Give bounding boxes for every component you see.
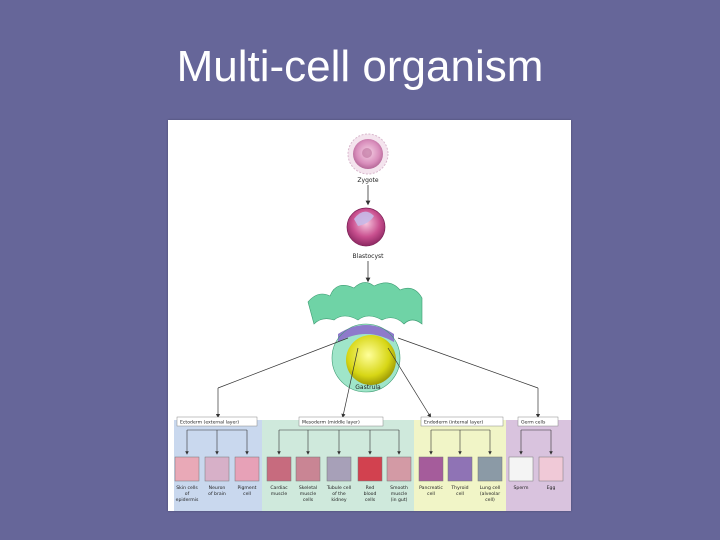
cell-label: Sperm xyxy=(514,485,529,491)
cell-thumbnail xyxy=(418,456,444,482)
cell-thumbnail xyxy=(326,456,352,482)
cell-thumbnail xyxy=(508,456,534,482)
cell-thumbnail xyxy=(357,456,383,482)
blastocyst xyxy=(346,207,386,247)
gastrula xyxy=(307,282,423,393)
cell-thumbnail xyxy=(386,456,412,482)
mesoderm-label: Mesoderm (middle layer) xyxy=(302,420,360,426)
zygote-label: Zygote xyxy=(357,177,378,184)
ectoderm-label: Ectoderm (external layer) xyxy=(180,420,239,426)
branch-lines xyxy=(215,337,541,419)
endoderm-label: Endoderm (internal layer) xyxy=(424,420,483,426)
blastocyst-label: Blastocyst xyxy=(353,253,385,260)
zygote xyxy=(347,133,389,175)
cell-thumbnail xyxy=(234,456,260,482)
cell-thumbnail xyxy=(174,456,200,482)
cell-label: Egg xyxy=(547,485,556,491)
cell-thumbnail xyxy=(538,456,564,482)
layer-headers: Ectoderm (external layer) Mesoderm (midd… xyxy=(176,416,559,427)
slide-title: Multi-cell organism xyxy=(176,42,544,91)
gastrula-label: Gastrula xyxy=(355,384,381,391)
cell-differentiation-figure: Zygote Blastocyst Gastrula Ectoderm (ext… xyxy=(168,120,571,511)
germ-cells-label: Germ cells xyxy=(521,420,546,426)
cell-thumbnail xyxy=(295,456,321,482)
cell-thumbnail xyxy=(204,456,230,482)
differentiation-diagram: Zygote Blastocyst Gastrula Ectoderm (ext… xyxy=(174,133,571,511)
cell-thumbnail xyxy=(266,456,292,482)
cell-thumbnail xyxy=(477,456,503,482)
cell-thumbnail xyxy=(447,456,473,482)
